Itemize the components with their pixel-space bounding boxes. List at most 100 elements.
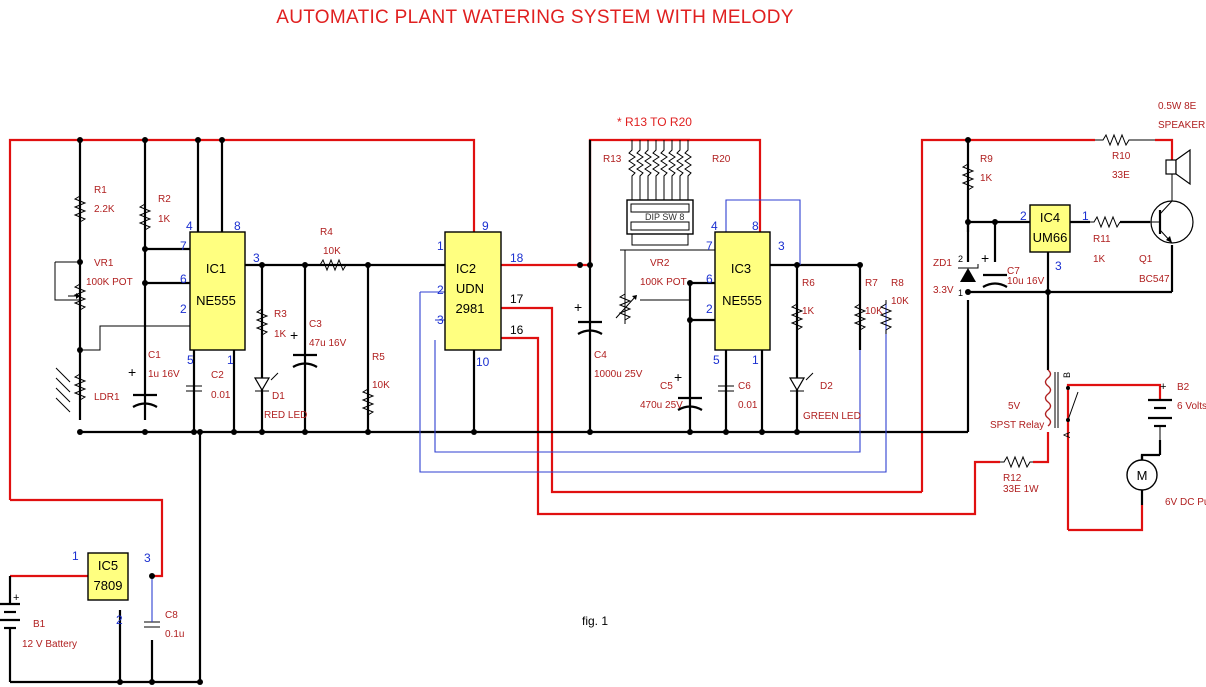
svg-text:RED LED: RED LED [264,410,307,421]
resistor-r10: R10 33E [1095,133,1155,181]
ldr1: LDR1 [55,367,120,413]
dc-motor: M 6V DC Pur [1126,455,1206,508]
ic4-part: UM66 [1033,230,1068,245]
svg-text:VR2: VR2 [650,258,670,269]
ic2-part-line2: 2981 [456,301,485,316]
ic3-part: NE555 [722,293,762,308]
dip-switch: DIP SW 8 [626,199,694,246]
svg-text:10: 10 [476,355,490,369]
svg-text:VR1: VR1 [94,258,114,269]
capacitor-c4: + C4 1000u 25V [574,299,643,380]
svg-text:R13: R13 [603,154,622,165]
svg-text:R2: R2 [158,194,171,205]
svg-text:10K: 10K [865,306,883,317]
svg-text:5: 5 [187,353,194,367]
svg-text:1u 16V: 1u 16V [148,369,180,380]
ic5-part: 7809 [94,578,123,593]
svg-text:0.5W 8E: 0.5W 8E [1158,101,1197,112]
svg-text:4: 4 [186,219,193,233]
svg-text:1K: 1K [802,306,815,317]
svg-text:1K: 1K [274,329,287,340]
svg-text:8: 8 [752,219,759,233]
svg-text:C6: C6 [738,381,751,392]
svg-text:100K POT: 100K POT [640,277,687,288]
svg-text:3: 3 [1055,259,1062,273]
svg-text:R3: R3 [274,309,287,320]
svg-text:1K: 1K [1093,254,1106,265]
svg-text:1: 1 [752,353,759,367]
svg-text:+: + [1160,381,1166,393]
thin-wires [54,249,715,351]
svg-text:C8: C8 [165,610,178,621]
svg-text:0.01: 0.01 [211,390,231,401]
svg-text:B2: B2 [1177,382,1190,393]
svg-text:47u 16V: 47u 16V [309,338,347,349]
svg-text:2: 2 [706,302,713,316]
resistor-r2: R2 1K [138,194,171,234]
ic5-block: IC5 7809 1 3 2 [72,549,151,627]
svg-text:* R13 TO R20: * R13 TO R20 [617,115,692,129]
svg-text:33E: 33E [1112,170,1130,181]
svg-text:C3: C3 [309,319,322,330]
ground-and-signal-wires [8,140,1174,684]
capacitor-c1: + C1 1u 16V [128,350,180,408]
svg-text:9: 9 [482,219,489,233]
resistor-r4: R4 10K [316,227,350,272]
svg-text:+: + [574,299,582,315]
svg-text:R20: R20 [712,154,731,165]
svg-text:R10: R10 [1112,151,1131,162]
svg-text:16: 16 [510,323,524,337]
svg-text:+: + [290,327,298,343]
battery-b2: + B2 6 Volts [1148,381,1206,440]
svg-text:R5: R5 [372,352,385,363]
figure-caption: fig. 1 [582,614,608,628]
resistor-r7: R7 10K [853,278,883,334]
svg-text:C5: C5 [660,381,673,392]
svg-text:10u 16V: 10u 16V [1007,276,1045,287]
svg-text:1: 1 [1082,209,1089,223]
svg-text:33E 1W: 33E 1W [1003,484,1039,495]
svg-text:10K: 10K [372,380,390,391]
potentiometer-vr2: VR2 100K POT [615,258,687,324]
svg-text:1: 1 [72,549,79,563]
svg-text:1: 1 [958,288,963,298]
svg-text:12 V Battery: 12 V Battery [22,639,77,650]
svg-text:3: 3 [437,313,444,327]
svg-text:B: B [1062,372,1072,378]
resistor-r9: R9 1K [961,154,993,194]
svg-text:SPEAKER: SPEAKER [1158,120,1205,131]
svg-text:0.01: 0.01 [738,400,758,411]
svg-text:R6: R6 [802,278,815,289]
svg-text:100K POT: 100K POT [86,277,133,288]
svg-text:C7: C7 [1007,266,1020,277]
resistor-bank-r13-r20: * R13 TO R20 R13 R20 [603,115,731,200]
resistor-r3: R3 1K [255,305,287,340]
led-d1: D1 RED LED [253,372,307,421]
svg-text:5: 5 [713,353,720,367]
svg-text:6: 6 [180,272,187,286]
svg-text:R12: R12 [1003,473,1022,484]
svg-text:A: A [1062,432,1072,438]
capacitor-c5: + C5 470u 25V [640,369,703,411]
svg-text:1: 1 [227,353,234,367]
spst-relay: B A 5V SPST Relay [990,369,1079,438]
svg-text:2: 2 [116,613,123,627]
zener-zd1: ZD1 3.3V 2 1 [933,254,979,298]
ic1-part: NE555 [196,293,236,308]
capacitor-c2: C2 0.01 [186,370,231,401]
battery-b1: + B1 12 V Battery [0,576,77,650]
blue-signal-wires [419,199,887,473]
capacitor-c3: + C3 47u 16V [290,319,347,368]
svg-text:SPST Relay: SPST Relay [990,420,1044,431]
svg-text:GREEN LED: GREEN LED [803,411,861,422]
capacitor-c7: + C7 10u 16V [981,250,1045,288]
ic3-block: IC3 NE555 4 8 7 6 2 3 5 1 [706,219,785,367]
svg-text:3: 3 [144,551,151,565]
svg-text:Q1: Q1 [1139,254,1153,265]
resistor-r12: R12 33E 1W [1000,455,1039,495]
svg-text:1K: 1K [158,214,171,225]
resistor-r8: R8 10K [879,278,909,334]
svg-text:5V: 5V [1008,401,1021,412]
svg-text:1000u 25V: 1000u 25V [594,369,643,380]
svg-text:B1: B1 [33,619,46,630]
